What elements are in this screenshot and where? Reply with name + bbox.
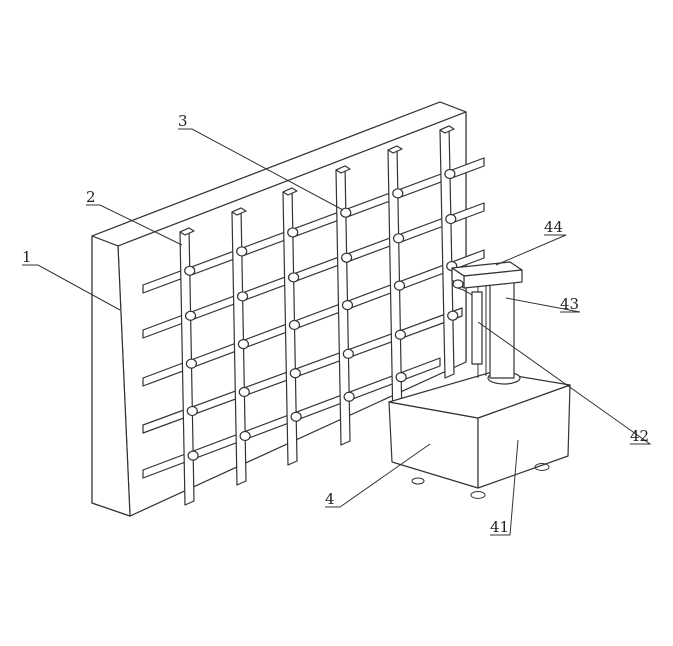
grid-connector <box>289 368 301 379</box>
grid-connector <box>395 372 407 383</box>
leader-41 <box>490 439 519 536</box>
grid-post-cap <box>282 187 298 196</box>
leader-4 <box>325 443 431 508</box>
grid-connector <box>287 272 300 283</box>
grid-connector <box>340 252 353 263</box>
grid-connector <box>239 430 251 442</box>
grid-connector <box>445 213 457 225</box>
wheel-2 <box>470 491 486 499</box>
leader-3 <box>178 128 344 211</box>
grid-connector <box>394 329 406 340</box>
grid-connector <box>287 227 299 238</box>
leader-44 <box>495 234 567 266</box>
grid-connector <box>393 280 406 291</box>
cart-column <box>477 279 521 385</box>
callout-labels: 1 2 3 4 41 42 43 44 <box>22 112 649 536</box>
grid-connector <box>392 188 404 199</box>
grid-post-cap <box>335 165 351 174</box>
cart-body <box>388 371 571 499</box>
label-42: 42 <box>630 427 649 445</box>
grid-connector <box>342 348 354 359</box>
grid-connector <box>236 246 248 257</box>
label-4: 4 <box>325 490 335 508</box>
label-44: 44 <box>544 218 563 236</box>
grid-connector <box>340 207 352 218</box>
grid-bar-horizontal <box>142 307 463 434</box>
grid-connector <box>236 291 249 302</box>
grid-connector <box>343 391 355 402</box>
leader-42 <box>477 321 652 445</box>
label-1: 1 <box>22 248 32 266</box>
grid-connector <box>288 319 301 331</box>
grid-connector <box>238 386 250 398</box>
grid-connector <box>185 358 198 369</box>
grid-frame <box>142 125 485 506</box>
leader-lines <box>22 128 652 536</box>
grid-connector <box>186 405 198 417</box>
grid-post-cap <box>439 125 455 134</box>
grid-post-cap <box>179 227 195 236</box>
grid-connector <box>184 310 197 321</box>
wheel-3 <box>534 463 550 471</box>
leader-2 <box>86 204 183 246</box>
grid-connector <box>290 411 302 422</box>
grid-connector <box>237 339 250 350</box>
label-43: 43 <box>560 295 579 313</box>
wheel-1 <box>411 477 425 485</box>
grid-connector <box>187 450 199 461</box>
label-3: 3 <box>178 112 188 130</box>
grid-connector <box>393 233 405 244</box>
leader-43 <box>505 297 581 313</box>
label-41: 41 <box>490 518 509 536</box>
arm-head <box>451 261 523 365</box>
grid-post-cap <box>231 207 247 216</box>
grid-connector <box>341 300 354 311</box>
grid-connector <box>444 168 456 180</box>
grid-post-cap <box>387 145 403 154</box>
label-2: 2 <box>86 188 96 206</box>
grid-connector <box>447 310 459 321</box>
leader-1 <box>22 264 121 311</box>
grid-connector <box>184 265 196 276</box>
